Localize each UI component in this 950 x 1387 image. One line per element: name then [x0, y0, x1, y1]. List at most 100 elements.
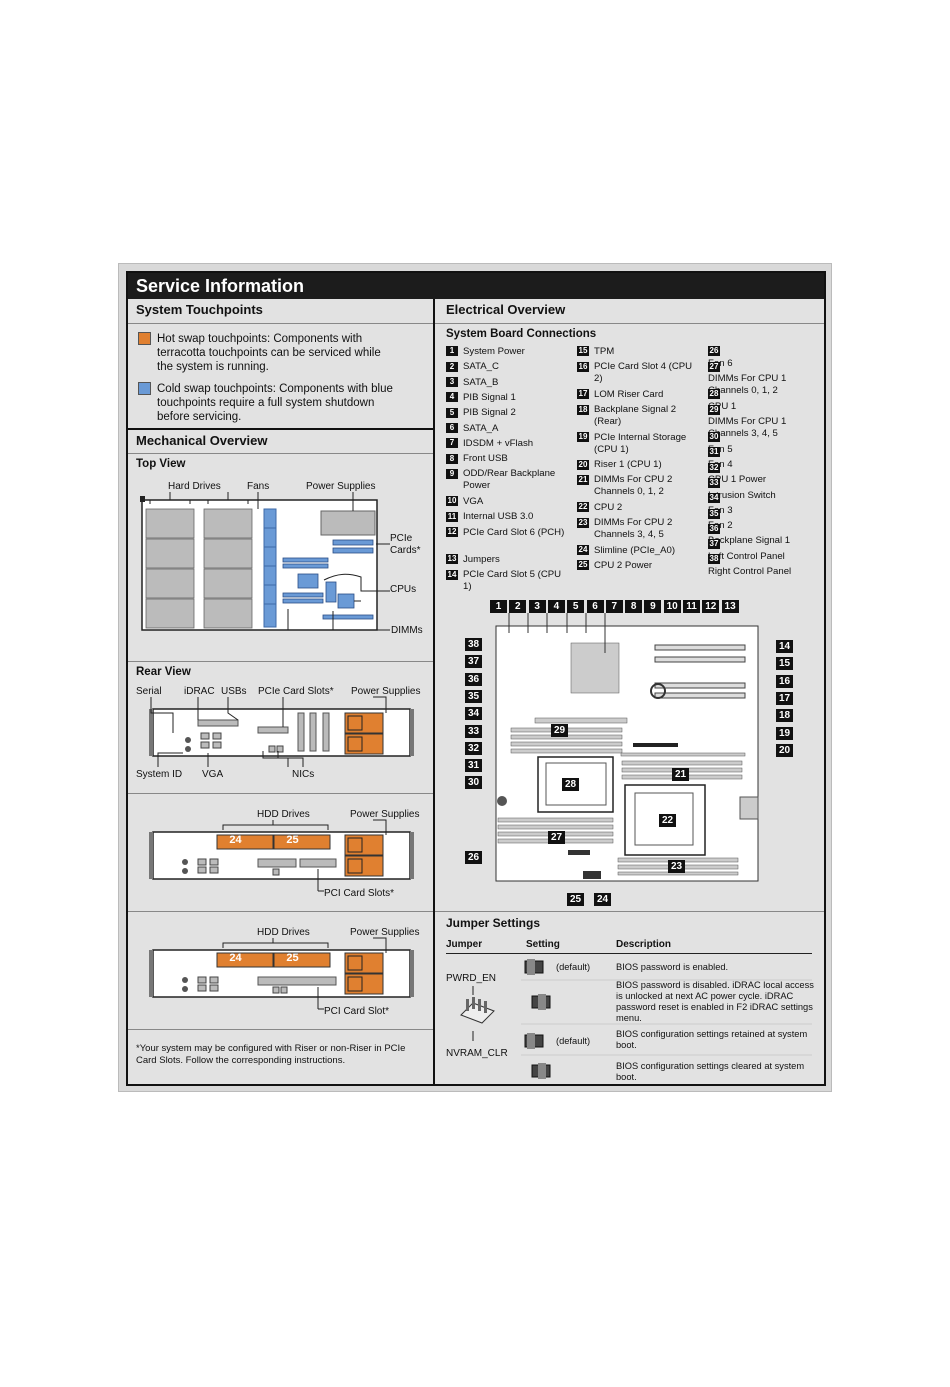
- connection-label: Backplane Signal 2 (Rear): [594, 404, 677, 428]
- connection-label: LOM Riser Card: [594, 388, 664, 400]
- board-callout-25: 25: [567, 893, 584, 906]
- connection-number: 9: [446, 468, 458, 479]
- setting-3: (default): [556, 1036, 591, 1046]
- connection-label: PCIe Card Slot 5 (CPU 1): [463, 569, 562, 593]
- connection-number: 28: [708, 389, 720, 400]
- label-vga: VGA: [202, 769, 224, 780]
- board-callout-33: 33: [465, 724, 482, 738]
- board-callout-21: 21: [672, 768, 689, 781]
- desc-4: BIOS configuration settings cleared at s…: [616, 1061, 805, 1082]
- connection-item-37: 37Left Control Panel: [708, 539, 824, 563]
- connection-number: 29: [708, 404, 720, 415]
- connection-label: SATA_C: [463, 361, 499, 373]
- connection-item-38: 38Right Control Panel: [708, 554, 824, 578]
- connection-number: 16: [577, 361, 589, 372]
- connection-label: Fan 3: [708, 504, 733, 516]
- board-callout-11: 11: [683, 600, 700, 613]
- connection-number: 26: [708, 346, 720, 357]
- connection-label: Left Control Panel: [708, 550, 785, 562]
- rear2-diagram: [149, 819, 414, 892]
- connection-number: 4: [446, 392, 458, 403]
- connection-label: CPU 2 Power: [594, 560, 653, 571]
- electrical-heading: Electrical Overview: [446, 302, 566, 317]
- board-callout-2: 2: [509, 600, 527, 613]
- board-callout-5: 5: [567, 600, 585, 613]
- label-nics: NICs: [292, 769, 315, 780]
- footnote: *Your system may be configured with Rise…: [136, 1043, 406, 1066]
- connection-number: 37: [708, 539, 720, 550]
- divider: [128, 453, 433, 454]
- board-callout-35: 35: [465, 689, 482, 703]
- board-callout-12: 12: [702, 600, 720, 613]
- connection-number: 33: [708, 477, 720, 488]
- connection-number: 1: [446, 346, 458, 357]
- board-callout-32: 32: [465, 741, 482, 755]
- label-usbs: USBs: [221, 686, 247, 697]
- connection-number: 34: [708, 493, 720, 504]
- board-callout-36: 36: [465, 672, 482, 686]
- connection-item-3: 3 SATA_B: [446, 377, 574, 389]
- divider: [128, 911, 433, 912]
- rear3-diagram: [149, 937, 414, 1010]
- label-fans: Fans: [247, 481, 270, 492]
- label-psu-3: Power Supplies: [350, 927, 420, 938]
- connection-number: 14: [446, 569, 458, 580]
- connection-number: 35: [708, 508, 720, 519]
- label-pcie: PCIe Cards*: [390, 533, 421, 556]
- label-power-supplies: Power Supplies: [306, 481, 376, 492]
- board-callout-29: 29: [551, 724, 568, 737]
- connection-label: ODD/Rear Backplane Power: [463, 468, 556, 492]
- nvram-clr-label: NVRAM_CLR: [446, 1048, 508, 1059]
- mechanical-heading: Mechanical Overview: [136, 433, 268, 448]
- connection-number: 2: [446, 361, 458, 372]
- label-dimms: DIMMs: [391, 625, 423, 636]
- divider: [128, 1029, 433, 1030]
- connection-label: DIMMs For CPU 1 Channels 3, 4, 5: [708, 416, 787, 440]
- label-hdd-3: HDD Drives: [257, 927, 310, 938]
- connection-item-28: 28CPU 1: [708, 389, 824, 413]
- page-title: Service Information: [128, 273, 824, 299]
- connection-label: PCIe Internal Storage (CPU 1): [594, 431, 687, 455]
- connection-label: PIB Signal 2: [463, 407, 516, 419]
- board-callout-6: 6: [586, 600, 604, 613]
- connection-label: Fan 6: [708, 358, 733, 369]
- board-callout-14: 14: [776, 640, 793, 653]
- connection-label: DIMMs For CPU 1 Channels 0, 1, 2: [708, 373, 787, 397]
- board-callout-22: 22: [659, 814, 676, 827]
- col-description: Description: [616, 939, 672, 950]
- connection-item-26: 26Fan 6: [708, 346, 824, 370]
- connection-label: TPM: [594, 346, 615, 357]
- label-pci-2: PCI Card Slots*: [324, 888, 395, 899]
- connection-label: VGA: [463, 495, 484, 507]
- board-callout-18: 18: [776, 709, 793, 723]
- desc-2: BIOS password is disabled. iDRAC local a…: [616, 980, 814, 1023]
- connection-label: Right Control Panel: [708, 566, 792, 577]
- connection-label: SATA_B: [463, 376, 499, 388]
- connection-number: 36: [708, 523, 720, 534]
- system-board-diagram: [495, 613, 759, 882]
- connection-label: Intrusion Switch: [708, 489, 776, 501]
- connection-item-5: 5 PIB Signal 2: [446, 407, 574, 419]
- label-idrac: iDRAC: [184, 686, 215, 697]
- connection-label: IDSDM + vFlash: [463, 437, 534, 449]
- board-callout-37: 37: [465, 655, 482, 669]
- board-callout-8: 8: [625, 600, 643, 613]
- label-system-id: System ID: [136, 769, 183, 780]
- touchpoints-heading: System Touchpoints: [136, 302, 263, 317]
- connection-number: 5: [446, 407, 458, 418]
- board-callout-38: 38: [465, 638, 482, 651]
- top-view-heading: Top View: [136, 458, 186, 470]
- desc-3: BIOS configuration settings retained at …: [616, 1029, 808, 1050]
- connection-label: Backplane Signal 1: [708, 535, 791, 547]
- divider: [128, 428, 433, 430]
- connection-number: 17: [577, 389, 589, 400]
- connection-number: 3: [446, 377, 458, 388]
- connection-label: CPU 1: [708, 400, 737, 412]
